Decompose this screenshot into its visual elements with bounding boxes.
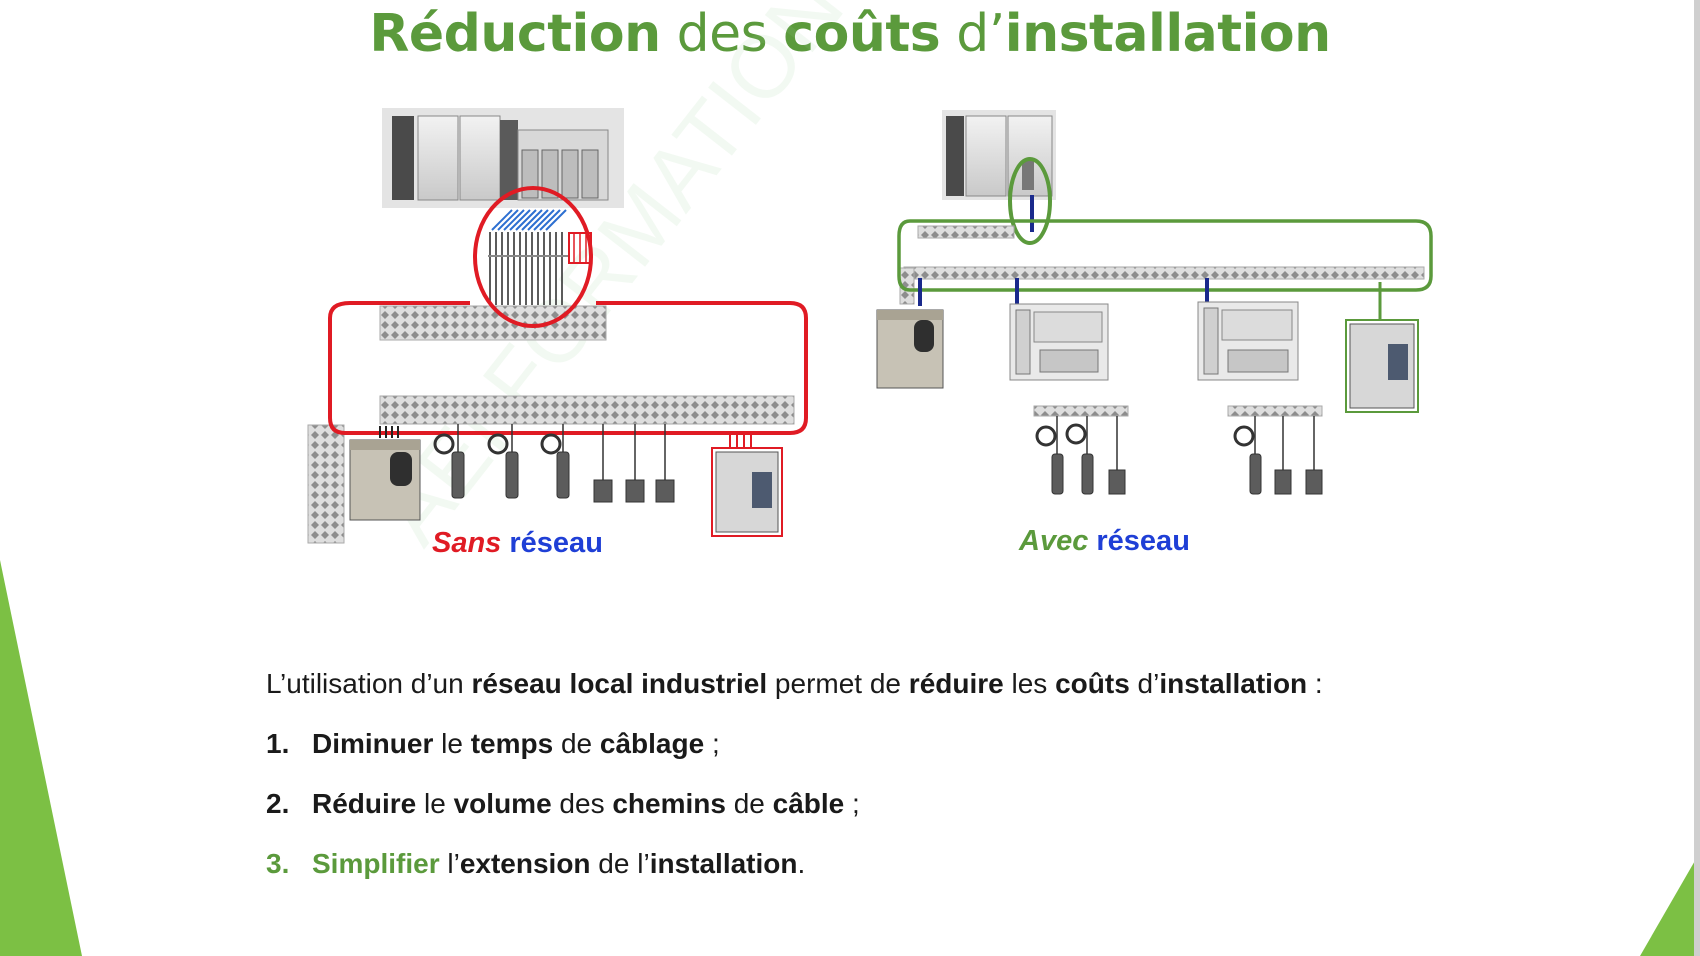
left-sensor-cables (457, 424, 666, 480)
list-item: 3.Simplifier l’extension de l’installati… (266, 848, 806, 879)
right-plc-rack (942, 110, 1056, 200)
slide-title: Réduction des coûts d’installation (369, 4, 1331, 64)
network-drops (918, 278, 1209, 306)
sans-reseau-caption: Sans réseau (432, 527, 603, 559)
avec-reseau-caption: Avec réseau (1019, 525, 1190, 557)
network-port-highlight (1008, 157, 1052, 245)
right-long-cable-tray (903, 266, 1425, 280)
remote-io-module-1 (1009, 303, 1109, 381)
left-wire-bundle (488, 209, 592, 305)
remote-io-module-2 (1197, 301, 1299, 381)
right-green-decoration (1640, 852, 1700, 956)
right-sensor-cables (1056, 416, 1315, 470)
left-lower-cable-tray (379, 395, 795, 425)
right-short-cable-tray (917, 225, 1015, 239)
left-variable-speed-drive (711, 434, 783, 537)
left-upper-cable-tray (379, 305, 607, 341)
list-item: 2.Réduire le volume des chemins de câble… (266, 788, 860, 819)
intro-sentence: L’utilisation d’un réseau local industri… (266, 668, 1323, 699)
wire-bundle-highlight (473, 186, 593, 328)
left-drive-unit (349, 426, 421, 521)
left-vertical-cable-tray (307, 424, 345, 544)
right-variable-speed-drive (1345, 319, 1419, 413)
green-network-loop (897, 219, 1433, 292)
right-terminal-tray-2 (1227, 405, 1323, 417)
list-item: 1.Diminuer le temps de câblage ; (266, 728, 720, 759)
red-wiring-loop (328, 301, 808, 435)
left-sensors (433, 433, 675, 503)
body-text: L’utilisation d’un réseau local industri… (266, 668, 1323, 879)
right-terminal-tray-1 (1033, 405, 1129, 417)
slide-edge (1694, 0, 1700, 956)
left-green-decoration (0, 560, 82, 956)
right-sensors (1035, 423, 1323, 495)
right-drive-unit (876, 309, 944, 389)
left-plc-rack (382, 108, 624, 208)
